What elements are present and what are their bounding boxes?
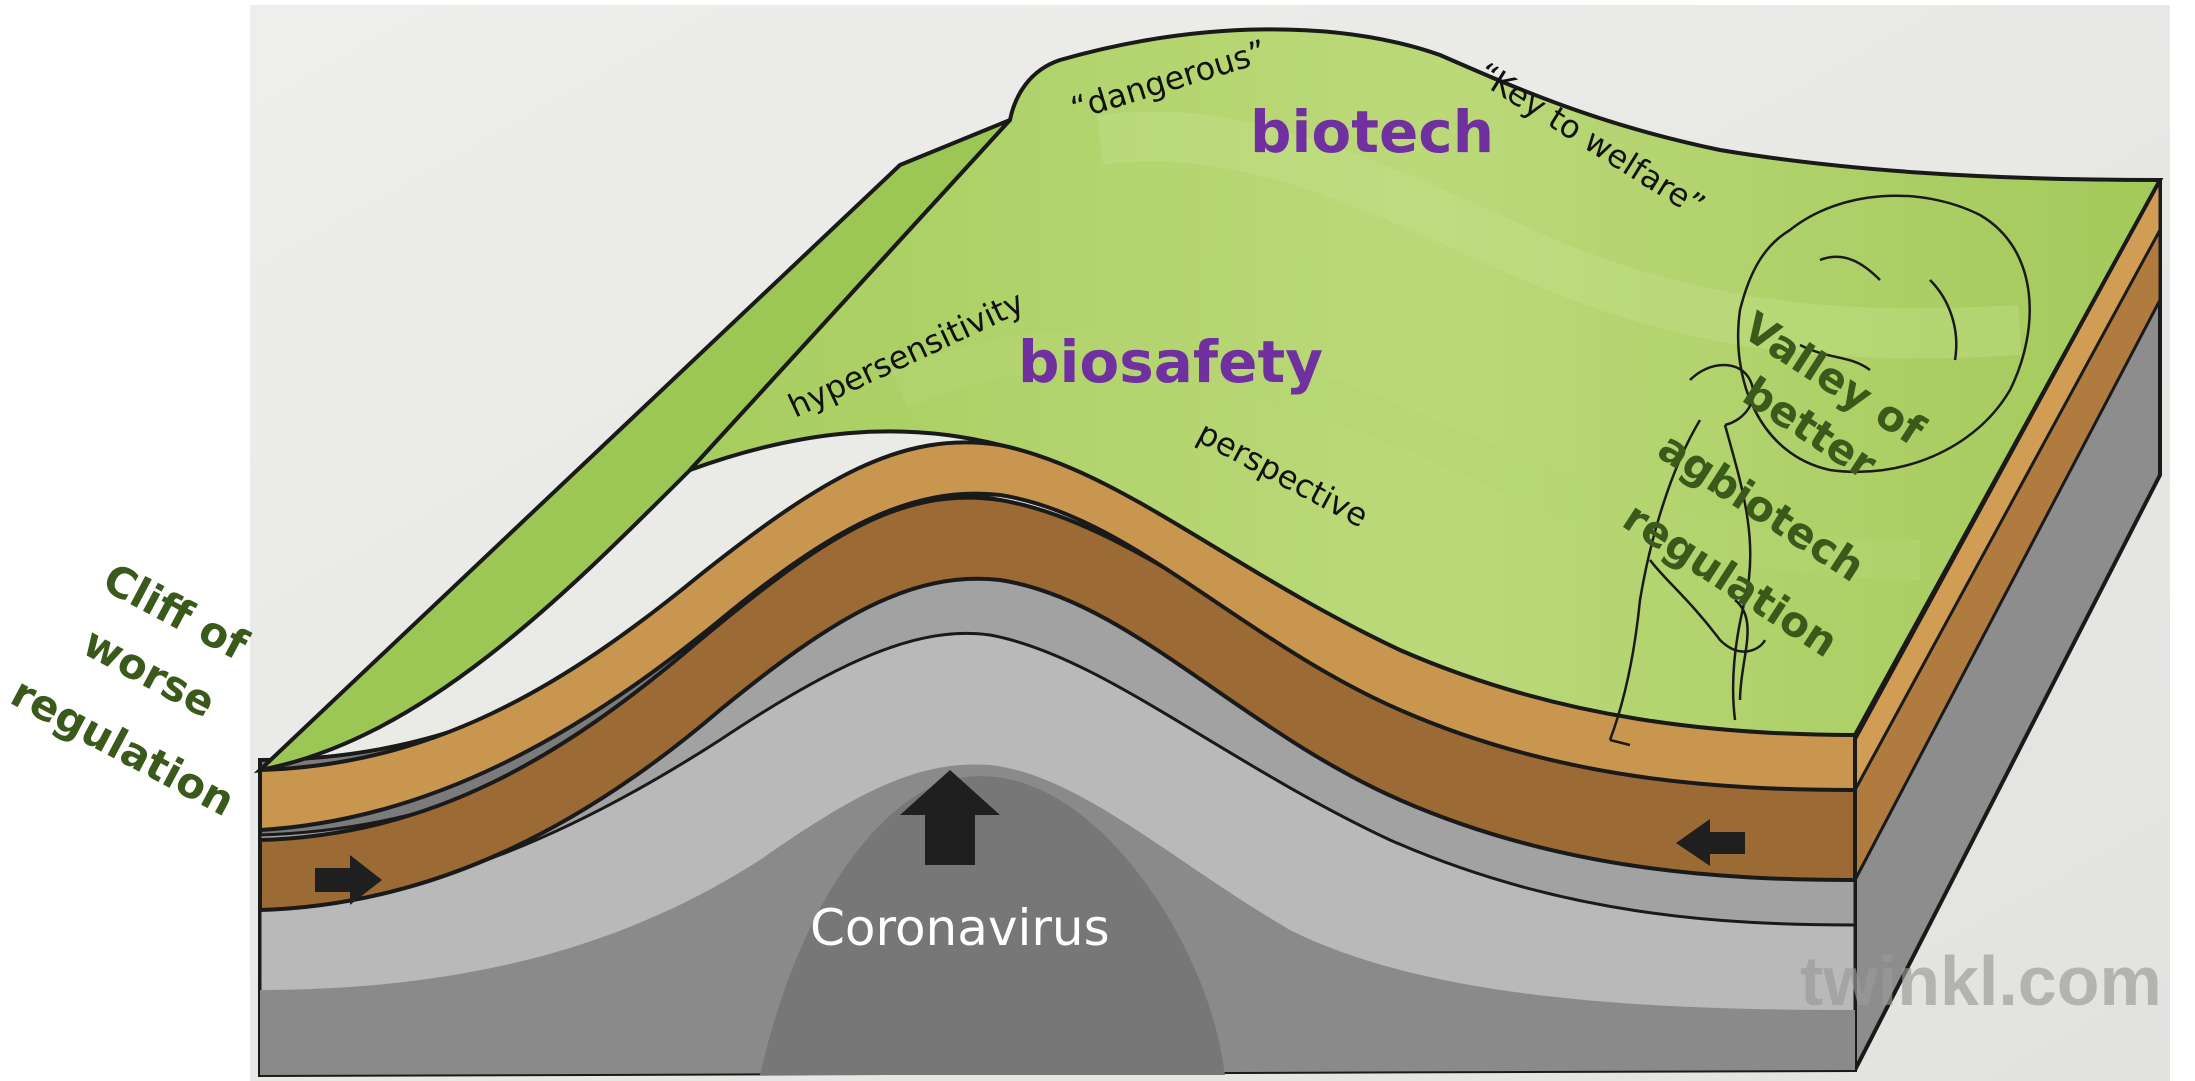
cliff-label: Cliff of worse regulation — [3, 554, 256, 826]
label-biotech: biotech — [1250, 98, 1494, 166]
label-biosafety: biosafety — [1018, 328, 1323, 396]
label-coronavirus: Coronavirus — [810, 899, 1110, 957]
watermark: twinkl.com — [1800, 942, 2162, 1020]
